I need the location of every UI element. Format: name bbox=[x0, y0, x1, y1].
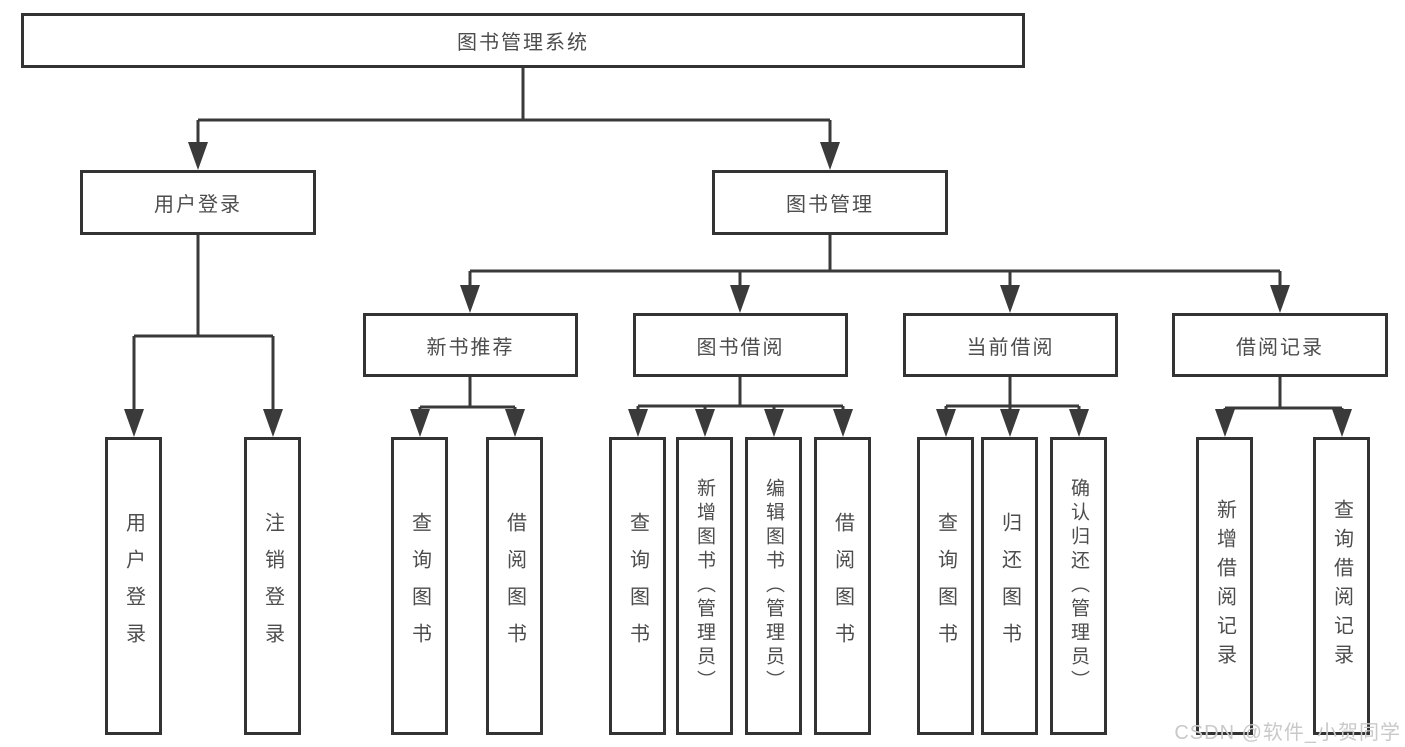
node-new-book-recommend-label: 新书推荐 bbox=[426, 336, 515, 359]
leaf-query-books-current: 查询图书 bbox=[917, 437, 974, 735]
node-root-system: 图书管理系统 bbox=[21, 13, 1025, 68]
node-borrow-records-label: 借阅记录 bbox=[1236, 336, 1324, 359]
leaf-add-borrow-record-label: 新增借阅记录 bbox=[1213, 499, 1236, 673]
leaf-add-borrow-record: 新增借阅记录 bbox=[1196, 437, 1253, 735]
leaf-user-login: 用户登录 bbox=[105, 437, 162, 735]
node-user-login: 用户登录 bbox=[80, 170, 316, 235]
leaf-query-books-recommend-label: 查询图书 bbox=[408, 512, 431, 660]
leaf-query-books-current-label: 查询图书 bbox=[934, 512, 957, 660]
leaf-query-books-borrow-label: 查询图书 bbox=[626, 512, 649, 660]
arrowhead-icons bbox=[124, 142, 1352, 437]
csdn-watermark: CSDN @软件_小贺同学 bbox=[1174, 722, 1401, 744]
leaf-query-borrow-record-label: 查询借阅记录 bbox=[1330, 499, 1353, 673]
leaf-logout-label: 注销登录 bbox=[261, 512, 284, 660]
leaf-borrow-books: 借阅图书 bbox=[814, 437, 871, 735]
leaf-confirm-return-admin: 确认归还（管理员） bbox=[1050, 437, 1107, 735]
node-new-book-recommend: 新书推荐 bbox=[363, 313, 578, 377]
node-current-borrow: 当前借阅 bbox=[903, 313, 1118, 377]
leaf-add-books-admin: 新增图书（管理员） bbox=[676, 437, 733, 735]
leaf-return-books-label: 归还图书 bbox=[998, 512, 1021, 660]
node-book-management: 图书管理 bbox=[712, 170, 948, 235]
leaf-borrow-books-label: 借阅图书 bbox=[831, 512, 854, 660]
node-borrow-records: 借阅记录 bbox=[1172, 313, 1388, 377]
leaf-edit-books-admin-label: 编辑图书（管理员） bbox=[763, 478, 784, 694]
leaf-edit-books-admin: 编辑图书（管理员） bbox=[745, 437, 802, 735]
leaf-add-books-admin-label: 新增图书（管理员） bbox=[694, 478, 715, 694]
node-book-borrow-label: 图书借阅 bbox=[696, 336, 785, 359]
leaf-query-books-recommend: 查询图书 bbox=[391, 437, 448, 735]
leaf-logout: 注销登录 bbox=[244, 437, 301, 735]
node-book-management-label: 图书管理 bbox=[786, 194, 874, 216]
node-user-login-label: 用户登录 bbox=[154, 194, 242, 216]
leaf-return-books: 归还图书 bbox=[981, 437, 1038, 735]
node-root-label: 图书管理系统 bbox=[457, 32, 589, 54]
leaf-user-login-label: 用户登录 bbox=[122, 512, 145, 660]
leaf-query-books-borrow: 查询图书 bbox=[609, 437, 666, 735]
leaf-confirm-return-admin-label: 确认归还（管理员） bbox=[1068, 478, 1089, 694]
leaf-borrow-books-recommend-label: 借阅图书 bbox=[503, 512, 526, 660]
leaf-query-borrow-record: 查询借阅记录 bbox=[1313, 437, 1370, 735]
leaf-borrow-books-recommend: 借阅图书 bbox=[486, 437, 543, 735]
node-current-borrow-label: 当前借阅 bbox=[966, 336, 1055, 359]
node-book-borrow: 图书借阅 bbox=[633, 313, 848, 377]
